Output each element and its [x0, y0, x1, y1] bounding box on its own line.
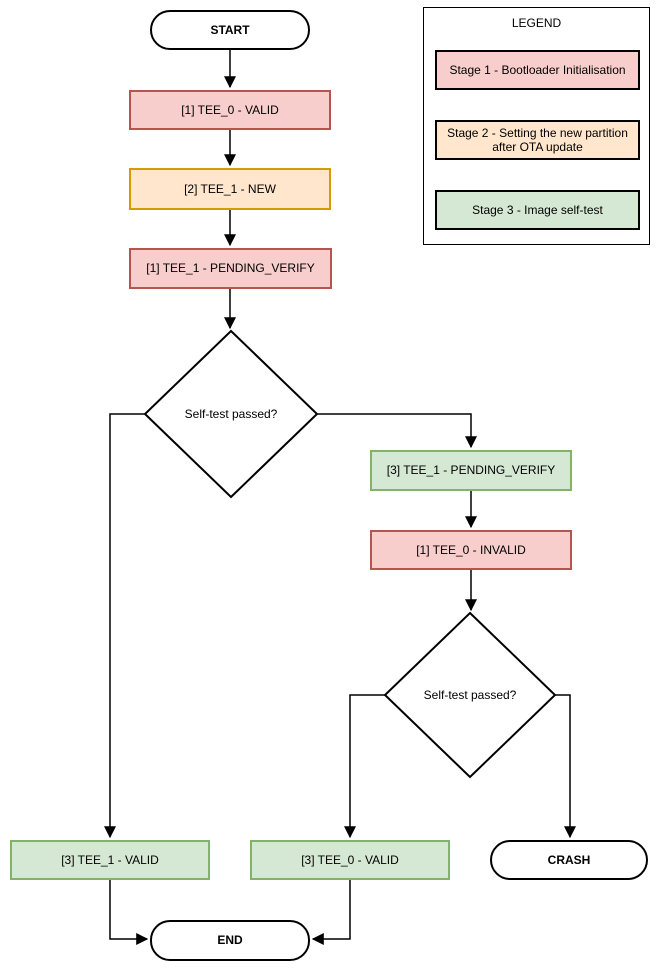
state-tee1-new-stage2: [2] TEE_1 - NEW [129, 168, 331, 210]
legend-stage2: Stage 2 - Setting the new partition afte… [435, 120, 640, 160]
legend-panel: LEGEND Stage 1 - Bootloader Initialisati… [423, 7, 650, 245]
legend-stage1: Stage 1 - Bootloader Initialisation [435, 50, 640, 90]
legend-stage3: Stage 3 - Image self-test [435, 190, 640, 230]
state-tee0-invalid-stage1: [1] TEE_0 - INVALID [370, 530, 572, 570]
crash-node: CRASH [490, 840, 648, 880]
start-node: START [150, 10, 310, 50]
state-tee1-pending-verify-stage1: [1] TEE_1 - PENDING_VERIFY [129, 248, 332, 289]
state-tee0-valid-stage1: [1] TEE_0 - VALID [129, 90, 331, 130]
edge-decision1-no [317, 413, 477, 449]
edge-decision2-yes [344, 694, 385, 839]
edge-tee1valid-to-end [109, 880, 149, 945]
edge-decision2-no [555, 694, 576, 839]
state-tee0-valid-stage3: [3] TEE_0 - VALID [250, 840, 450, 880]
decision-diamond-2 [383, 611, 557, 779]
edge-decision1-yes [104, 413, 145, 839]
state-tee1-pending-verify-stage3: [3] TEE_1 - PENDING_VERIFY [370, 450, 572, 491]
decision-diamond-1 [143, 329, 319, 499]
state-tee1-valid-stage3: [3] TEE_1 - VALID [10, 840, 210, 880]
legend-title: LEGEND [511, 16, 562, 30]
end-node: END [150, 920, 310, 961]
edge-tee0valid3-to-end [311, 880, 351, 945]
